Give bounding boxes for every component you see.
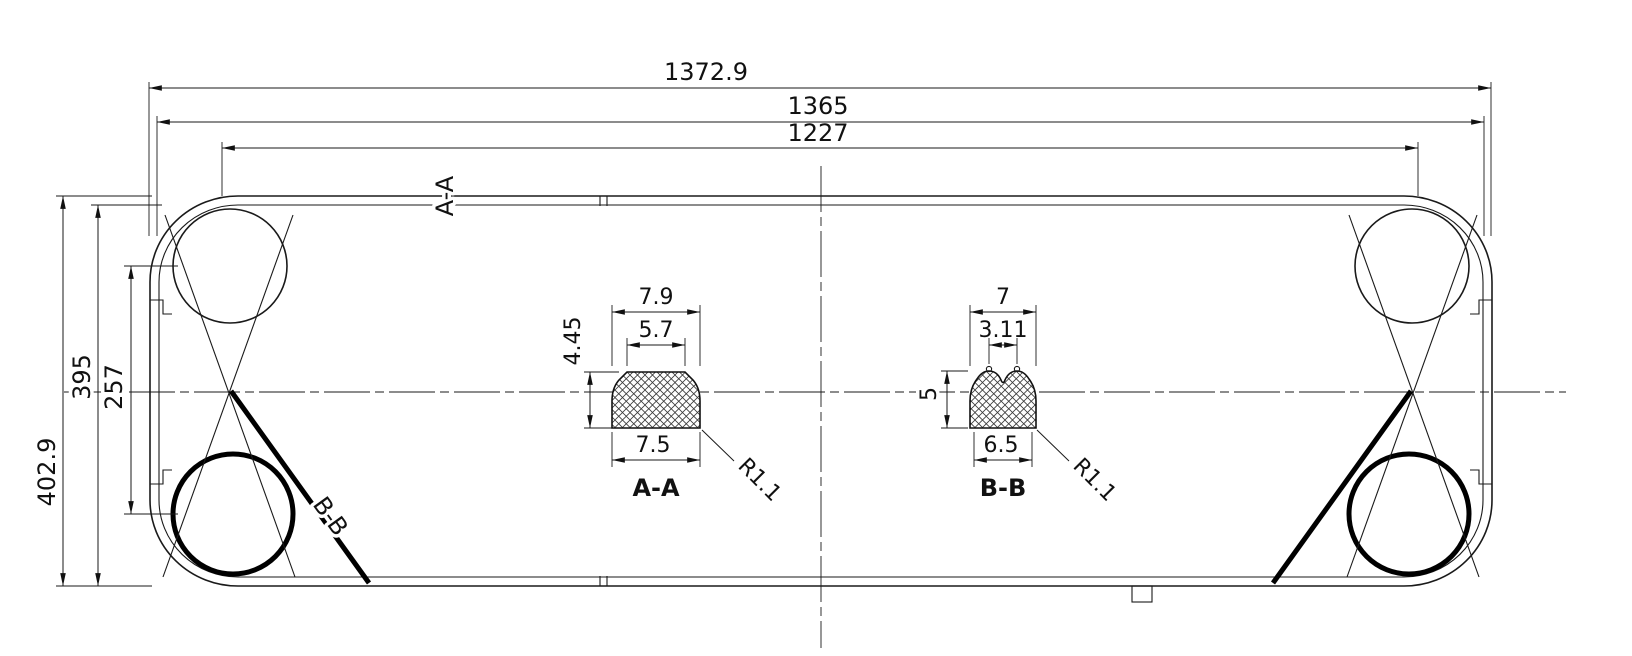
section-b-detail: 7 3.11 5 6.5 R1.1 B-B (914, 285, 1125, 510)
dim-a-radius: R1.1 (733, 454, 786, 507)
port-gasket-bottom-left (170, 451, 296, 577)
cut-label-a: A-A (431, 175, 459, 216)
profile-bump (985, 365, 993, 373)
dim-port-span: 1227 (787, 119, 848, 147)
field-diagonal (1348, 214, 1480, 578)
section-a-profile (611, 371, 701, 429)
dim-overall-height: 402.9 (33, 438, 61, 507)
section-a-detail: 7.9 5.7 4.45 7.5 R1.1 A-A (558, 285, 790, 510)
dim-plate-width: 1365 (787, 92, 848, 120)
radius-leader (701, 429, 735, 462)
dim-a-flat-width: 5.7 (639, 318, 674, 343)
edge-step (150, 299, 172, 315)
cut-label-b: B-B (307, 492, 354, 541)
dim-b-bottom-width: 6.5 (984, 433, 1019, 458)
radius-leader (1036, 429, 1070, 462)
dim-b-radius: R1.1 (1068, 454, 1121, 507)
dim-b-height: 5 (917, 387, 942, 401)
gasket-diagonal-left (228, 389, 372, 585)
plate-outer-edge (149, 195, 1493, 587)
left-dimensions: 402.9 395 257 (30, 195, 178, 587)
field-diagonal (164, 214, 296, 578)
port-gasket-bottom-right (1346, 451, 1472, 577)
dim-plate-height: 395 (68, 354, 96, 400)
section-b-label: B-B (980, 474, 1027, 502)
field-diagonal (162, 214, 294, 578)
dim-b-groove-pitch: 3.11 (979, 318, 1028, 343)
plate-inner-edge (158, 204, 1484, 578)
port-circle-top-right (1354, 208, 1470, 324)
dim-overall-width: 1372.9 (664, 58, 748, 86)
dim-a-top-width: 7.9 (639, 285, 674, 310)
section-a-label: A-A (632, 474, 680, 502)
top-dimensions: 1372.9 1365 1227 (148, 58, 1492, 236)
field-diagonal (1346, 214, 1478, 578)
edge-step (1470, 299, 1492, 315)
plate-outline (149, 195, 1493, 603)
profile-bump (1013, 365, 1021, 373)
dim-b-top-width: 7 (996, 285, 1010, 310)
bottom-tab (1131, 585, 1153, 603)
dim-a-bottom-width: 7.5 (636, 433, 671, 458)
gasket-diagonal-right (1270, 389, 1414, 585)
edge-step (1470, 469, 1492, 485)
port-circle-top-left (172, 208, 288, 324)
edge-step (150, 469, 172, 485)
section-b-profile (969, 370, 1037, 429)
dim-port-vertical-span: 257 (100, 364, 128, 410)
dim-a-height: 4.45 (561, 317, 586, 366)
centerlines (64, 166, 1566, 648)
